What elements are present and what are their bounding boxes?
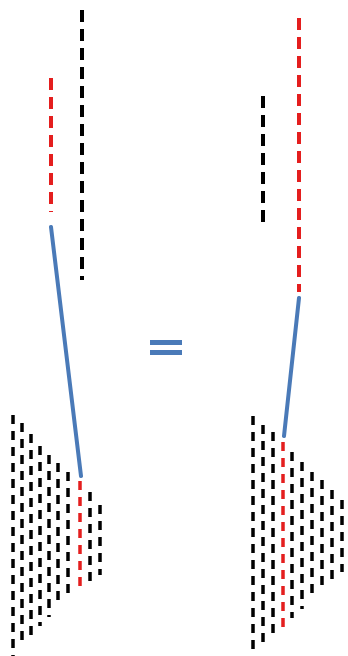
right-connector-line bbox=[282, 296, 301, 438]
left-connector-line bbox=[49, 225, 83, 478]
equals-bottom-bar bbox=[150, 350, 182, 355]
equals-top-bar bbox=[150, 340, 182, 345]
equals-sign bbox=[150, 340, 182, 355]
right-figure bbox=[251, 18, 344, 656]
left-figure bbox=[11, 10, 102, 656]
